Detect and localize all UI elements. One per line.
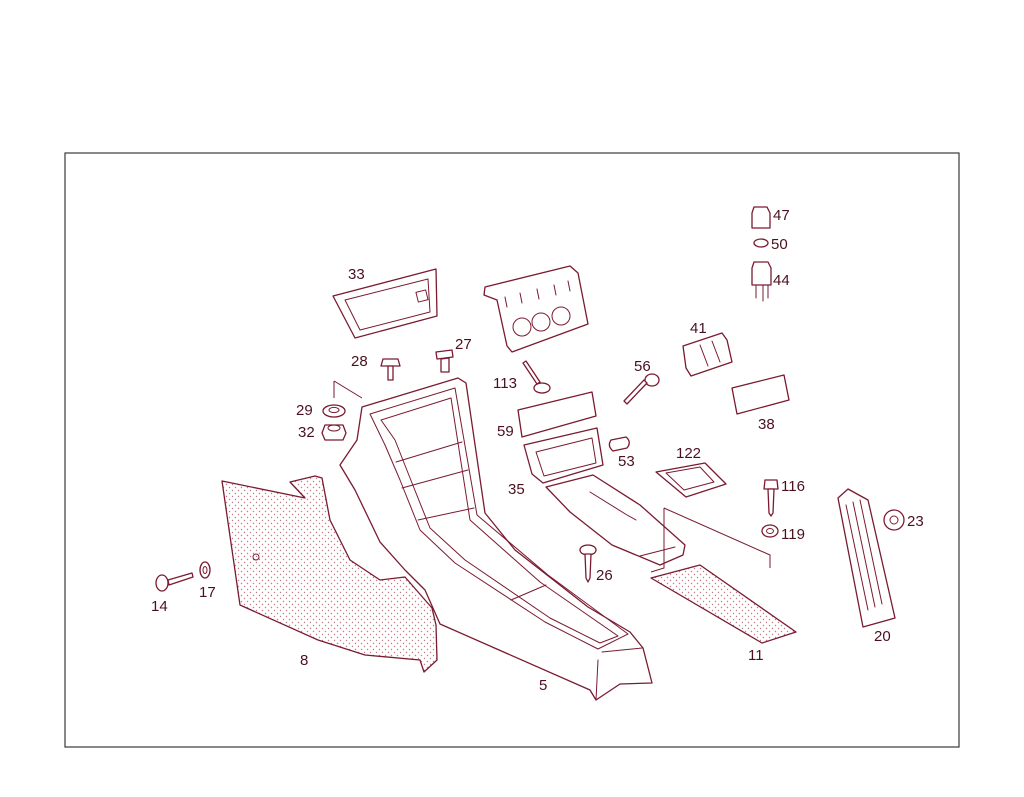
part-14-screw (155, 572, 194, 592)
callout-20: 20 (874, 628, 891, 645)
part-29-washer (322, 404, 346, 418)
callout-44: 44 (773, 272, 790, 289)
callout-59: 59 (497, 423, 514, 440)
leader-bracket-left (650, 508, 665, 573)
part-20-pedal (837, 488, 896, 628)
callout-41: 41 (690, 320, 707, 337)
callout-27: 27 (455, 336, 472, 353)
part-26-screw (579, 544, 597, 583)
callout-14: 14 (151, 598, 168, 615)
callout-17: 17 (199, 584, 216, 601)
callout-53: 53 (618, 453, 635, 470)
part-27-clip (435, 349, 454, 373)
part-5-center-console (339, 377, 653, 701)
part-35-bezel (523, 427, 604, 484)
callout-47: 47 (773, 207, 790, 224)
part-17-washer (199, 561, 211, 579)
callout-26: 26 (596, 567, 613, 584)
part-56-screw (623, 373, 660, 405)
callout-35: 35 (508, 481, 525, 498)
part-41-switch (682, 332, 733, 377)
part-119-grommet (761, 524, 779, 538)
callout-38: 38 (758, 416, 775, 433)
callout-113: 113 (493, 375, 517, 392)
part-122-boot-frame (655, 462, 727, 498)
part-11-floor-mat (650, 564, 797, 644)
callout-5: 5 (539, 677, 547, 694)
part-50-ring (753, 238, 769, 248)
callout-32: 32 (298, 424, 315, 441)
callout-23: 23 (907, 513, 924, 530)
callout-11: 11 (748, 647, 764, 664)
part-113-screw (522, 360, 551, 394)
callout-33: 33 (348, 266, 365, 283)
drawing-frame (64, 152, 960, 748)
part-28-bolt (380, 358, 401, 381)
callout-28: 28 (351, 353, 368, 370)
gauge-panel (483, 265, 589, 353)
part-116-screw (763, 479, 779, 517)
part-59-trim-strip (517, 391, 597, 438)
part-38-label-plate (731, 374, 790, 415)
leader-29 (333, 380, 363, 399)
part-33-cover-plate (332, 268, 438, 339)
part-32-nut (321, 424, 347, 441)
callout-56: 56 (634, 358, 651, 375)
leader-bracket-119 (663, 507, 771, 568)
part-44-switch-body (751, 261, 772, 302)
part-8-side-panel (221, 475, 438, 673)
callout-8: 8 (300, 652, 308, 669)
part-47-knob (751, 206, 771, 229)
part-23-plug (883, 509, 905, 531)
callout-50: 50 (771, 236, 788, 253)
lower-tray (545, 474, 686, 566)
callout-119: 119 (781, 526, 805, 543)
callout-116: 116 (781, 478, 805, 495)
part-53-bulb (608, 436, 630, 452)
callout-122: 122 (676, 445, 701, 462)
callout-29: 29 (296, 402, 313, 419)
